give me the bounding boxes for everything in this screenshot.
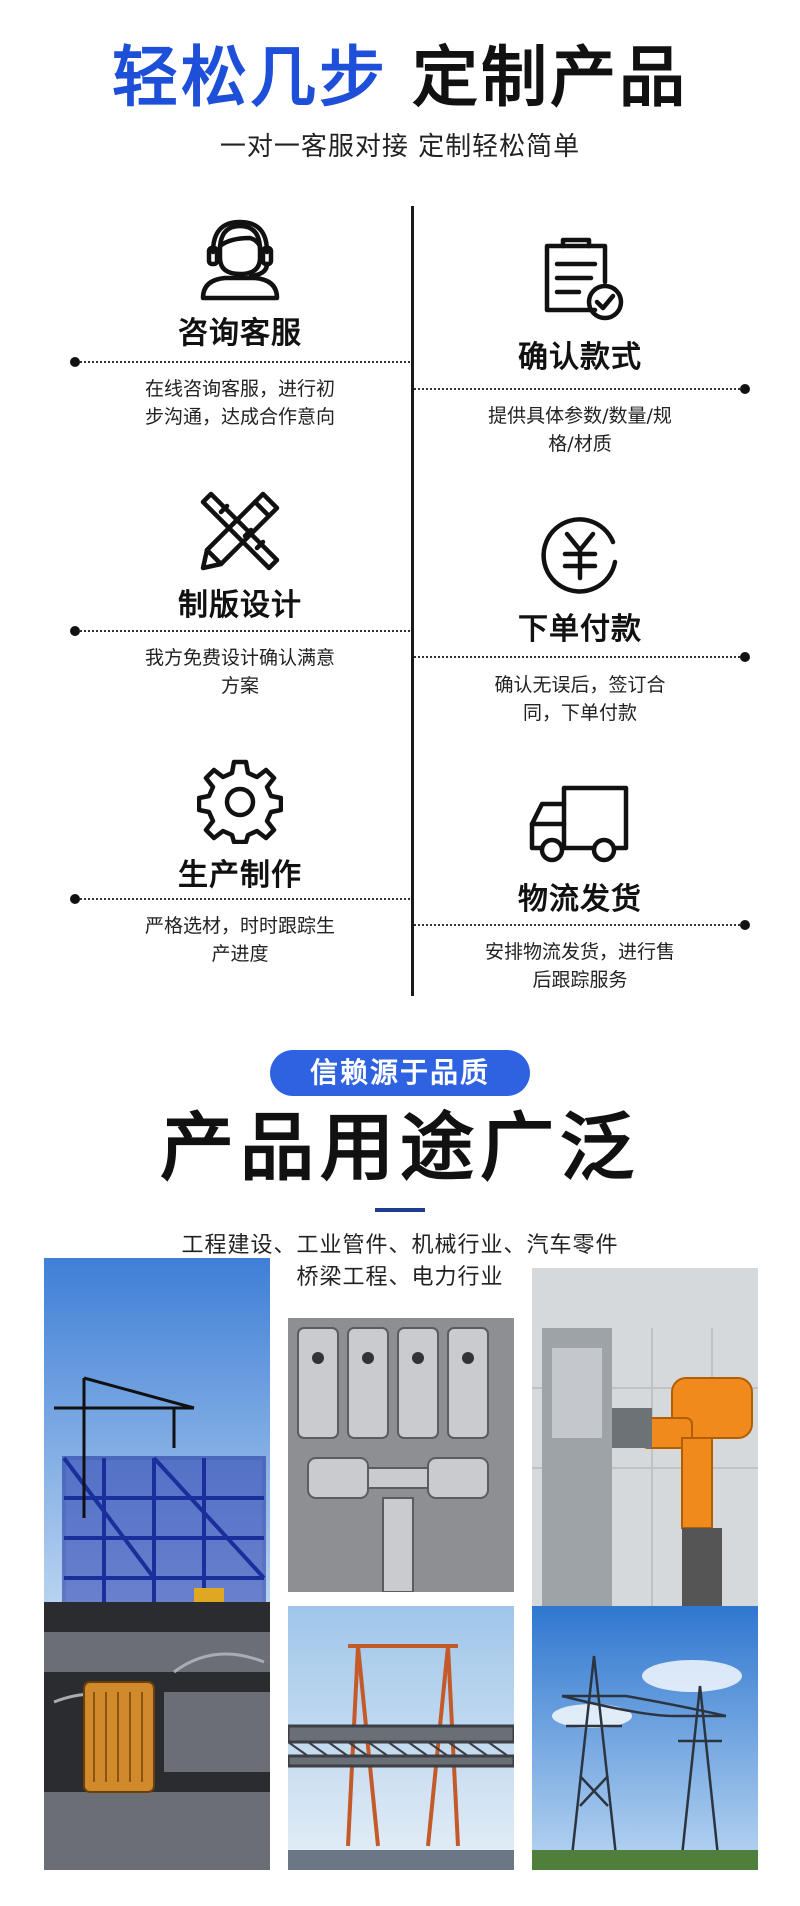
step-description: 提供具体参数/数量/规格/材质	[488, 405, 672, 455]
usage-line-1: 工程建设、工业管件、机械行业、汽车零件	[181, 1233, 619, 1258]
step-shipping: 物流发货	[440, 782, 720, 918]
step-consult: 咨询客服	[100, 216, 380, 352]
headline-dark: 定制产品	[412, 39, 688, 116]
step-connector-consult	[70, 357, 410, 367]
step-title: 咨询客服	[178, 316, 302, 351]
step-description: 在线咨询客服，进行初步沟通，达成合作意向	[144, 378, 335, 428]
delivery-truck-icon	[529, 785, 629, 863]
step-connector-design	[70, 626, 410, 636]
step-description: 我方免费设计确认满意方案	[144, 647, 335, 697]
step-desc-confirm-style: 提供具体参数/数量/规格/材质	[440, 402, 720, 458]
checklist-clipboard-icon	[544, 237, 624, 321]
quality-pill-badge: 信赖源于品质	[270, 1050, 530, 1096]
step-desc-design: 我方免费设计确认满意方案	[100, 644, 380, 700]
step-connector-production	[70, 894, 410, 904]
step-payment: 下单付款	[440, 512, 720, 648]
step-title: 制版设计	[178, 588, 302, 623]
step-title: 确认款式	[518, 340, 642, 375]
photo-construction	[44, 1258, 270, 1642]
photo-power-industry	[532, 1606, 758, 1870]
step-desc-payment: 确认无误后，签订合同，下单付款	[440, 671, 720, 727]
step-desc-shipping: 安排物流发货，进行售后跟踪服务	[440, 938, 720, 994]
customer-service-headset-icon	[200, 219, 280, 301]
yuan-coin-icon	[541, 517, 618, 594]
step-description: 严格选材，时时跟踪生产进度	[144, 915, 335, 965]
step-title: 物流发货	[518, 882, 642, 917]
step-connector-confirm-style	[414, 384, 750, 394]
step-desc-consult: 在线咨询客服，进行初步沟通，达成合作意向	[100, 375, 380, 431]
step-design: 制版设计	[100, 488, 380, 624]
photo-automotive-parts	[44, 1602, 270, 1870]
step-title: 生产制作	[178, 858, 302, 893]
usage-line-2: 桥梁工程、电力行业	[296, 1265, 504, 1290]
title-underline	[375, 1208, 425, 1212]
page-headline: 轻松几步定制产品	[0, 38, 800, 118]
photo-bridge-engineering	[288, 1606, 514, 1870]
usage-description: 工程建设、工业管件、机械行业、汽车零件 桥梁工程、电力行业	[0, 1230, 800, 1294]
photo-robot-arm	[532, 1268, 758, 1618]
timeline-divider	[411, 206, 414, 996]
step-connector-shipping	[414, 920, 750, 930]
photo-pipe-fittings	[288, 1318, 514, 1592]
step-desc-production: 严格选材，时时跟踪生产进度	[100, 912, 380, 968]
step-description: 确认无误后，签订合同，下单付款	[494, 674, 666, 724]
page-subtitle: 一对一客服对接 定制轻松简单	[219, 132, 581, 162]
pencil-ruler-icon	[200, 491, 280, 571]
step-description: 安排物流发货，进行售后跟踪服务	[484, 941, 675, 991]
step-confirm-style: 确认款式	[440, 236, 720, 376]
gear-icon	[197, 759, 283, 844]
step-title: 下单付款	[518, 612, 642, 647]
step-production: 生产制作	[100, 758, 380, 894]
step-connector-payment	[414, 652, 750, 662]
usage-title: 产品用途广泛	[160, 1105, 640, 1191]
headline-blue: 轻松几步	[112, 39, 388, 116]
